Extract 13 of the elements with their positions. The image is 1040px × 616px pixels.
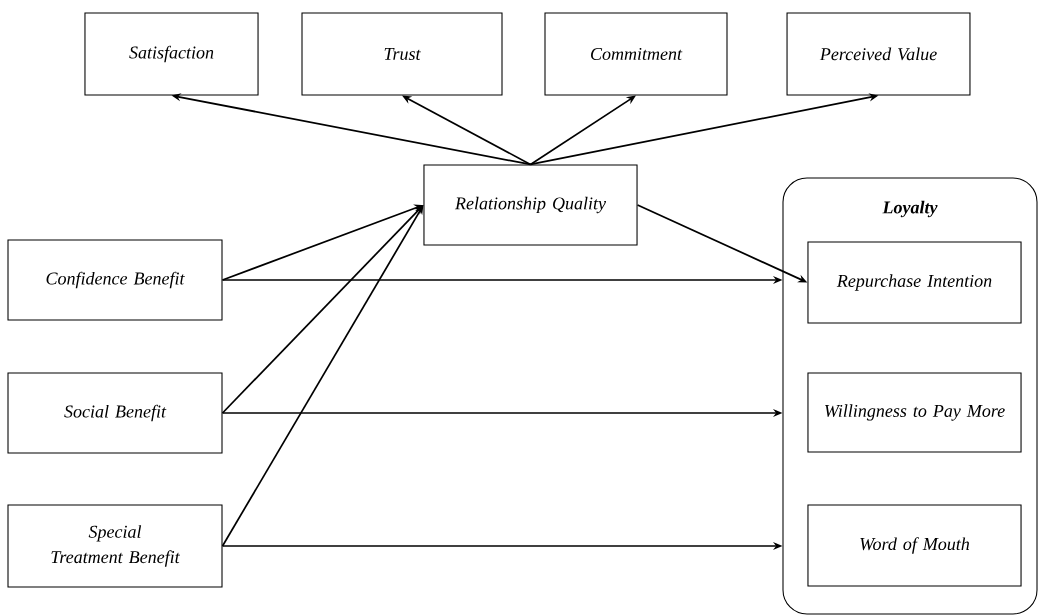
concept-box: Trust (301, 12, 503, 96)
concept-box: Word of Mouth (807, 504, 1022, 587)
concept-box: Social Benefit (7, 372, 223, 454)
concept-box: Perceived Value (786, 12, 971, 96)
concept-box: Special Treatment Benefit (7, 504, 223, 588)
arrow (221, 205, 424, 547)
concept-box: Repurchase Intention (807, 241, 1022, 324)
concept-box: Commitment (544, 12, 728, 96)
concept-box: Satisfaction (84, 12, 259, 96)
concept-box: Willingness to Pay More (807, 372, 1022, 453)
arrow (529, 95, 636, 166)
concept-box: Confidence Benefit (7, 239, 223, 321)
concept-box: Relationship Quality (423, 164, 638, 246)
